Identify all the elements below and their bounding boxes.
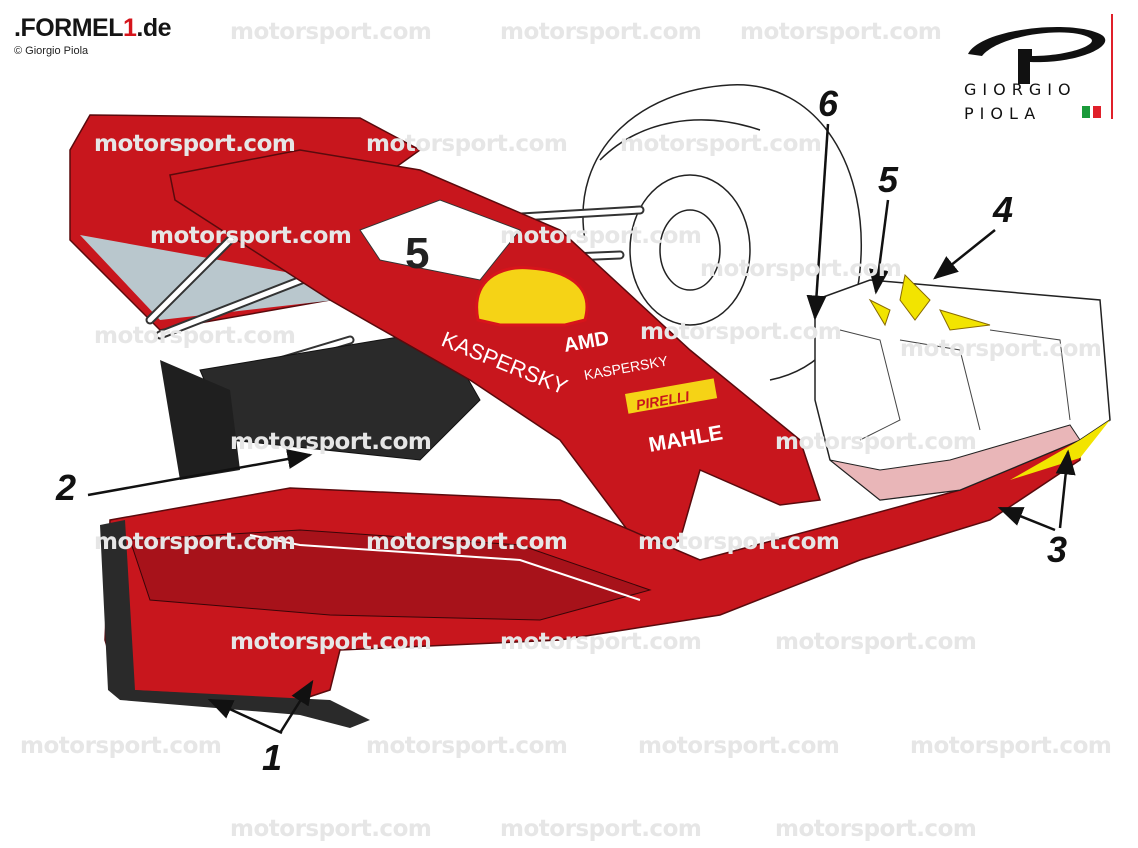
logo-piola: PIOLA (964, 104, 1042, 123)
gp-monogram (968, 26, 1106, 84)
highlighted-slot-gaps (868, 273, 991, 331)
nose-cone (169, 149, 822, 562)
giorgio-piola-logo (968, 14, 1113, 119)
copyright: © Giorgio Piola (14, 45, 89, 57)
pirelli-panel (625, 378, 718, 414)
callout-3: 3 (1047, 529, 1068, 570)
right-wing-flap-lines (839, 329, 1071, 441)
left-endplate (100, 520, 370, 728)
callout-6: 6 (818, 83, 839, 124)
flap-edge-line (249, 534, 641, 601)
brand-one: 1 (123, 14, 137, 42)
right-wing-mainplane (829, 424, 1081, 501)
car-number: 5 (405, 229, 429, 278)
callout-1: 1 (262, 737, 283, 778)
bargeboard (160, 360, 240, 480)
callout-2: 2 (56, 467, 77, 508)
callout-4: 4 (993, 189, 1014, 230)
brand-suffix: .de (136, 14, 172, 42)
flag-green (1082, 106, 1090, 118)
callout-arrows (87, 123, 1076, 735)
number-plate (359, 199, 521, 281)
formel1-logo: .FORMEL1.de (14, 14, 172, 43)
front-wing-flaps (129, 529, 652, 621)
logo-giorgio: GIORGIO (964, 80, 1077, 99)
callout-5: 5 (878, 159, 899, 200)
brand-prefix: .FORMEL (14, 14, 124, 42)
shell-logo (475, 266, 589, 327)
flag-red (1093, 106, 1101, 118)
sidepod-stripe (80, 235, 335, 320)
